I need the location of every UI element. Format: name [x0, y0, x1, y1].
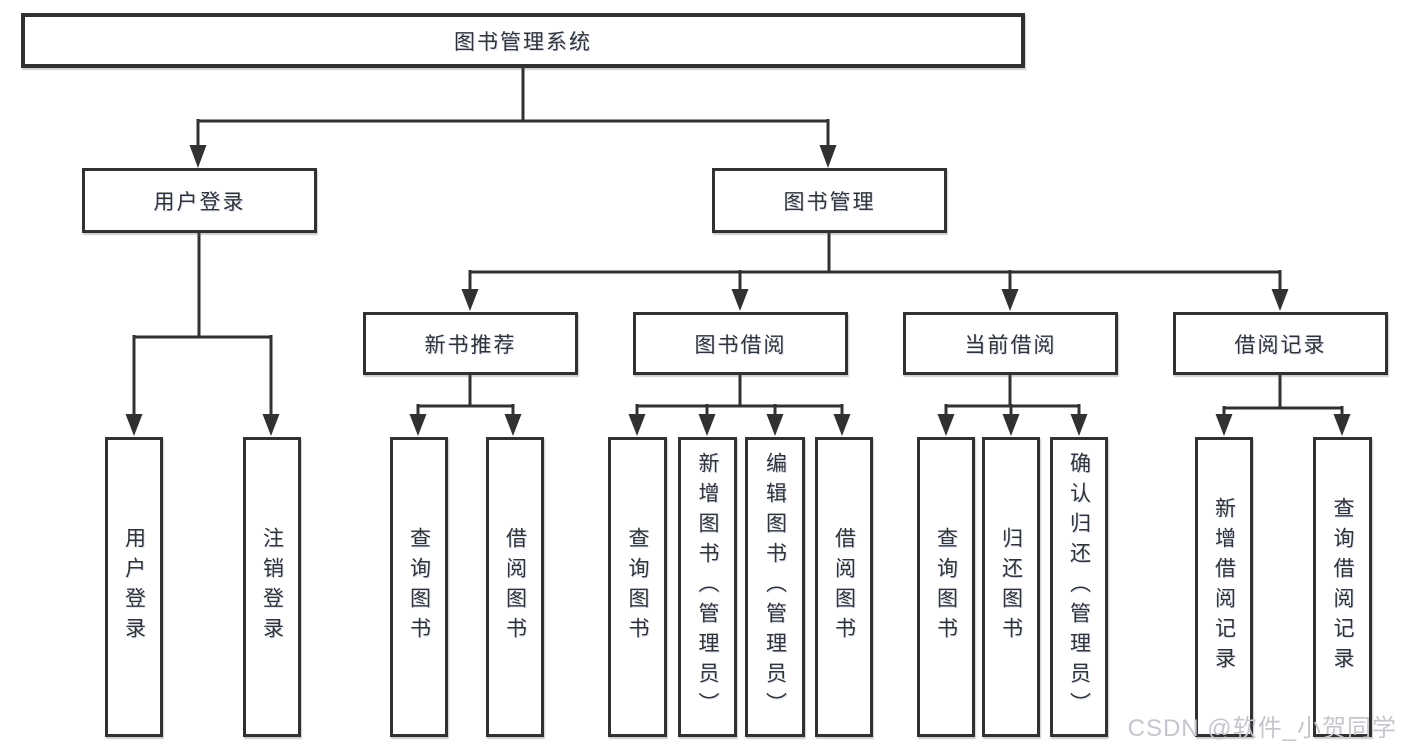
node-label: 注销登录: [260, 527, 284, 647]
arrow-down-icon: [461, 289, 479, 311]
node-leaf-return-books: 归还图书: [982, 437, 1040, 737]
node-leaf-borrow-books-recommend: 借阅图书: [486, 437, 544, 737]
arrow-down-icon: [189, 145, 207, 168]
node-root-system: 图书管理系统: [21, 13, 1025, 68]
node-label: 借阅图书: [503, 527, 527, 647]
arrow-down-icon: [1215, 414, 1233, 436]
arrow-down-icon: [628, 414, 646, 436]
arrow-down-icon: [125, 414, 143, 436]
node-leaf-query-books-current: 查询图书: [917, 437, 975, 737]
node-label: 当前借阅: [964, 333, 1057, 357]
node-leaf-query-books-borrow: 查询图书: [608, 437, 667, 737]
arrow-down-icon: [1001, 289, 1019, 311]
arrow-down-icon: [819, 145, 837, 168]
node-label: 图书借阅: [694, 333, 787, 357]
arrow-down-icon: [1333, 414, 1351, 436]
node-leaf-query-books-recommend: 查询图书: [390, 437, 448, 737]
node-leaf-confirm-return-admin: 确认归还（管理员）: [1050, 437, 1108, 737]
node-new-book-recommend: 新书推荐: [363, 312, 578, 375]
arrow-down-icon: [833, 414, 851, 436]
node-label: 查询图书: [407, 527, 431, 647]
arrow-down-icon: [1070, 414, 1088, 436]
arrow-down-icon: [504, 414, 522, 436]
node-leaf-query-borrow-record: 查询借阅记录: [1313, 437, 1372, 737]
node-label: 借阅图书: [832, 527, 856, 647]
node-label: 借阅记录: [1234, 333, 1327, 357]
node-label: 新增图书（管理员）: [696, 452, 719, 722]
node-label: 查询图书: [626, 527, 649, 647]
node-label: 确认归还（管理员）: [1067, 452, 1091, 722]
arrow-down-icon: [1271, 289, 1289, 311]
arrowhead-icons: [125, 145, 1351, 436]
node-label: 图书管理系统: [454, 30, 592, 54]
node-leaf-add-books-admin: 新增图书（管理员）: [678, 437, 737, 737]
node-leaf-edit-books-admin: 编辑图书（管理员）: [745, 437, 805, 737]
node-book-management-branch: 图书管理: [712, 168, 947, 233]
node-leaf-logout: 注销登录: [243, 437, 301, 737]
arrow-down-icon: [262, 414, 280, 436]
tree-connector-path: [132, 67, 1344, 418]
arrow-down-icon: [937, 414, 955, 436]
node-label: 编辑图书（管理员）: [763, 452, 787, 722]
arrow-down-icon: [731, 289, 749, 311]
node-label: 查询借阅记录: [1331, 497, 1354, 677]
node-user-login-branch: 用户登录: [82, 168, 317, 233]
node-leaf-user-login: 用户登录: [105, 437, 163, 737]
arrow-down-icon: [766, 414, 784, 436]
node-label: 查询图书: [934, 527, 958, 647]
arrow-down-icon: [1002, 414, 1020, 436]
node-label: 新增借阅记录: [1212, 497, 1236, 677]
node-label: 图书管理: [783, 190, 876, 214]
node-current-borrow: 当前借阅: [903, 312, 1118, 375]
node-label: 新书推荐: [424, 333, 517, 357]
node-label: 归还图书: [999, 527, 1023, 647]
arrow-down-icon: [409, 414, 427, 436]
node-leaf-borrow-books: 借阅图书: [815, 437, 873, 737]
node-label: 用户登录: [122, 527, 146, 647]
node-label: 用户登录: [153, 190, 246, 214]
arrow-down-icon: [698, 414, 716, 436]
node-book-borrow: 图书借阅: [633, 312, 848, 375]
node-borrow-records: 借阅记录: [1173, 312, 1388, 375]
node-leaf-add-borrow-record: 新增借阅记录: [1195, 437, 1253, 737]
